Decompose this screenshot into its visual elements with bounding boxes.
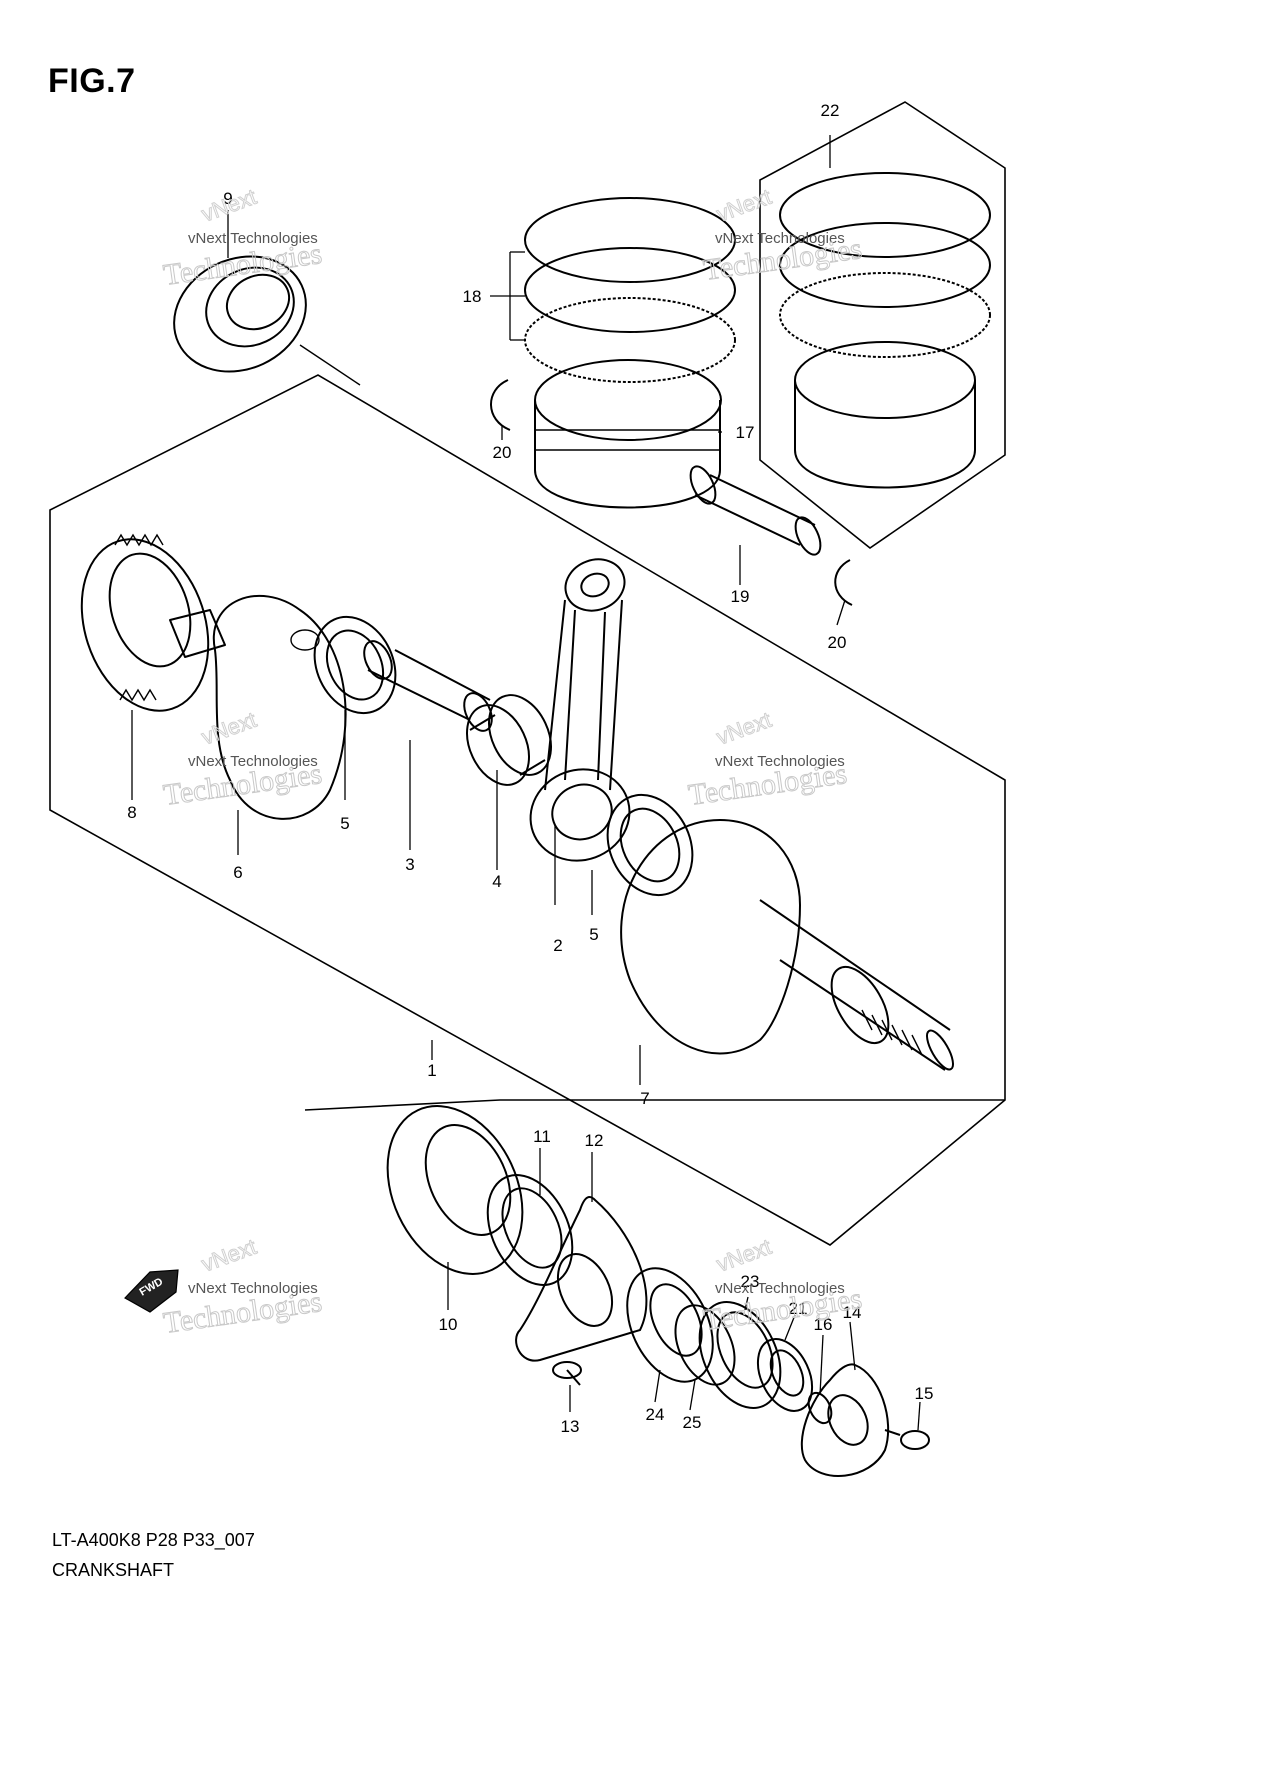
part-6-crank-web[interactable] bbox=[169, 594, 347, 820]
callout-9: 9 bbox=[223, 189, 232, 208]
part-20-circlip-bottom[interactable] bbox=[834, 559, 853, 606]
bearing-group-frame bbox=[304, 1099, 1005, 1111]
fwd-arrow-icon: FWD bbox=[124, 1269, 179, 1313]
callout-16: 16 bbox=[814, 1315, 833, 1334]
callout-13: 13 bbox=[561, 1417, 580, 1436]
callout-15: 15 bbox=[915, 1384, 934, 1403]
part-7-crank-shaft[interactable] bbox=[620, 819, 958, 1073]
part-19-piston-pin[interactable] bbox=[685, 463, 825, 559]
callout-21: 21 bbox=[789, 1299, 808, 1318]
diagram-name: CRANKSHAFT bbox=[52, 1560, 175, 1580]
part-9-bearing[interactable] bbox=[155, 235, 325, 392]
svg-text:vNext Technologies: vNext Technologies bbox=[188, 1280, 318, 1297]
svg-text:vNext Technologies: vNext Technologies bbox=[715, 1280, 845, 1297]
part-12-retainer-plate[interactable] bbox=[515, 1196, 648, 1362]
part-22-piston-kit[interactable] bbox=[779, 172, 991, 489]
svg-text:vNext Technologies: vNext Technologies bbox=[715, 230, 845, 247]
svg-text:vNext Technologies: vNext Technologies bbox=[188, 753, 318, 770]
svg-text:vNext: vNext bbox=[198, 1234, 259, 1277]
callout-5-right: 5 bbox=[589, 925, 598, 944]
callout-14: 14 bbox=[843, 1303, 862, 1322]
part-4-needle-bearing[interactable] bbox=[455, 685, 563, 795]
part-13-screw[interactable] bbox=[552, 1361, 582, 1386]
part-15-screw[interactable] bbox=[884, 1429, 930, 1450]
callout-19: 19 bbox=[731, 587, 750, 606]
callout-8: 8 bbox=[127, 803, 136, 822]
callout-20-bottom: 20 bbox=[828, 633, 847, 652]
svg-text:vNext: vNext bbox=[198, 707, 259, 750]
callout-23: 23 bbox=[741, 1272, 760, 1291]
callout-22: 22 bbox=[821, 101, 840, 120]
callout-labels: 1 2 3 4 5 5 6 7 8 9 10 11 12 13 14 15 16… bbox=[127, 101, 933, 1436]
svg-text:vNext: vNext bbox=[713, 707, 774, 750]
callout-6: 6 bbox=[233, 863, 242, 882]
part-11-oil-seal[interactable] bbox=[471, 1161, 589, 1298]
part-14-plate[interactable] bbox=[800, 1363, 890, 1477]
callout-1: 1 bbox=[427, 1061, 436, 1080]
crankshaft-assembly-frame bbox=[49, 374, 1006, 1246]
part-5-washer-left[interactable] bbox=[299, 604, 410, 727]
part-25-spacer[interactable] bbox=[664, 1296, 747, 1394]
callout-10: 10 bbox=[439, 1315, 458, 1334]
part-20-circlip-top[interactable] bbox=[490, 379, 511, 431]
callout-24: 24 bbox=[646, 1405, 665, 1424]
part-8-gear[interactable] bbox=[61, 523, 230, 727]
part-18-piston-rings[interactable] bbox=[524, 197, 736, 383]
callout-11: 11 bbox=[533, 1127, 551, 1146]
callout-25: 25 bbox=[683, 1413, 702, 1432]
part-17-piston[interactable] bbox=[534, 359, 722, 509]
callout-5-left: 5 bbox=[340, 814, 349, 833]
callout-7: 7 bbox=[640, 1089, 649, 1108]
part-21-washer[interactable] bbox=[747, 1330, 823, 1419]
callout-2: 2 bbox=[553, 936, 562, 955]
svg-text:vNext Technologies: vNext Technologies bbox=[715, 753, 845, 770]
part-10-bearing[interactable] bbox=[362, 1084, 549, 1296]
piston-kit-frame bbox=[759, 101, 1006, 549]
svg-text:vNext: vNext bbox=[713, 184, 774, 227]
callout-18: 18 bbox=[463, 287, 482, 306]
figure-title: FIG.7 bbox=[48, 62, 136, 100]
svg-text:vNext: vNext bbox=[713, 1234, 774, 1277]
callout-leaders bbox=[131, 135, 921, 1431]
callout-12: 12 bbox=[585, 1131, 604, 1150]
callout-17: 17 bbox=[736, 423, 755, 442]
part-24-bearing[interactable] bbox=[610, 1255, 730, 1396]
callout-4: 4 bbox=[492, 872, 501, 891]
callout-3: 3 bbox=[405, 855, 414, 874]
svg-text:vNext Technologies: vNext Technologies bbox=[188, 230, 318, 247]
diagram-code: LT-A400K8 P28 P33_007 bbox=[52, 1530, 255, 1550]
callout-20-top: 20 bbox=[493, 443, 512, 462]
part-2-connecting-rod[interactable] bbox=[518, 551, 643, 874]
part-3-crank-pin[interactable] bbox=[359, 637, 498, 735]
